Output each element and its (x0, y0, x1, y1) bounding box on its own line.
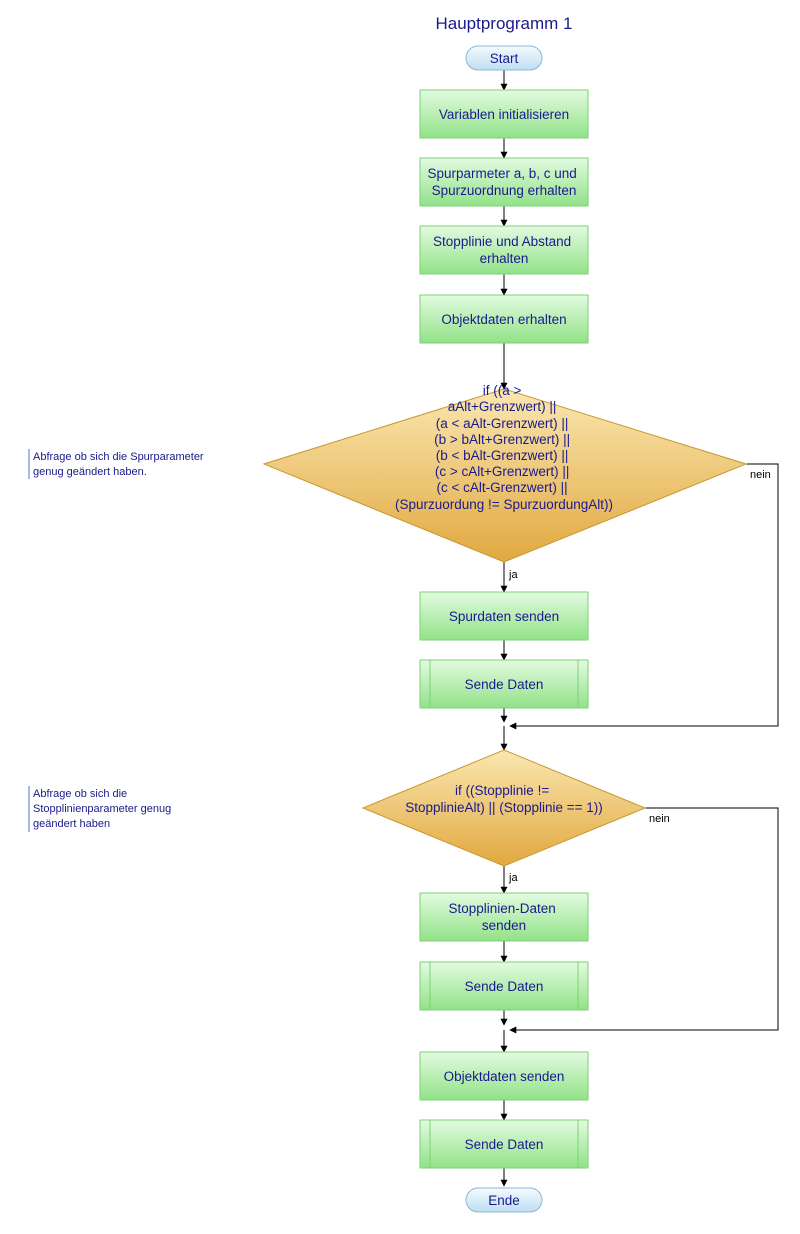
connector-decision2-no (509, 807, 779, 1034)
subroutine-label: Sende Daten (465, 1137, 544, 1152)
comment-line: genug geändert haben. (33, 466, 147, 478)
process-label-line: Spurparmeter a, b, c und (427, 166, 576, 181)
subroutine-sende-daten-1: Sende Daten (419, 659, 589, 709)
decision1-yes-label: ja (508, 569, 518, 581)
decision2-yes-label: ja (508, 872, 518, 884)
condition-line: (c > cAlt+Grenzwert) || (435, 464, 570, 479)
condition-line: (c < cAlt-Grenzwert) || (437, 480, 568, 495)
condition-line: if ((a > (483, 383, 522, 398)
process-objektdaten-senden: Objektdaten senden (419, 1051, 589, 1101)
process-stopplinie-abstand-erhalten: Stopplinie und Abstand erhalten (419, 225, 589, 275)
decision-stopplinie: if ((Stopplinie != StopplinieAlt) || (St… (361, 749, 647, 867)
process-label-line: Spurzuordnung erhalten (432, 183, 577, 198)
process-label: Spurdaten senden (449, 609, 559, 624)
subroutine-sende-daten-3: Sende Daten (419, 1119, 589, 1169)
condition-line: (b > bAlt+Grenzwert) || (434, 432, 570, 447)
decision-condition: if ((a > aAlt+Grenzwert) || (a < aAlt-Gr… (395, 383, 613, 512)
comment-stopplinie: Abfrage ob sich die Stopplinienparameter… (28, 786, 174, 832)
process-label: Stopplinien-Daten senden (448, 901, 559, 933)
condition-line: (Spurzuordung != SpurzuordungAlt)) (395, 497, 613, 512)
decision-spurparameter: if ((a > aAlt+Grenzwert) || (a < aAlt-Gr… (262, 383, 748, 563)
condition-line: aAlt+Grenzwert) || (448, 399, 557, 414)
process-label: Objektdaten senden (444, 1069, 565, 1084)
comment-text: Abfrage ob sich die Spurparameter genug … (33, 451, 207, 478)
condition-line: (b < bAlt-Grenzwert) || (436, 448, 569, 463)
process-variablen-initialisieren: Variablen initialisieren (419, 89, 589, 139)
process-label-line: Stopplinie und Abstand (433, 234, 571, 249)
start-label: Start (490, 51, 519, 66)
comment-spurparameter: Abfrage ob sich die Spurparameter genug … (28, 449, 207, 479)
process-objektdaten-erhalten: Objektdaten erhalten (419, 294, 589, 344)
end-label: Ende (488, 1193, 520, 1208)
comment-line: geändert haben (33, 818, 110, 830)
subroutine-sende-daten-2: Sende Daten (419, 961, 589, 1011)
comment-line: Abfrage ob sich die (33, 788, 127, 800)
decision2-no-label: nein (649, 813, 670, 825)
subroutine-label: Sende Daten (465, 677, 544, 692)
process-stopplinien-daten-senden: Stopplinien-Daten senden (419, 892, 589, 942)
process-label: Variablen initialisieren (439, 107, 569, 122)
process-spurparameter-erhalten: Spurparmeter a, b, c und Spurzuordnung e… (419, 157, 589, 207)
process-label-line: Stopplinien-Daten (448, 901, 555, 916)
end-terminal: Ende (465, 1187, 543, 1213)
comment-text: Abfrage ob sich die Stopplinienparameter… (33, 788, 174, 830)
process-label: Stopplinie und Abstand erhalten (433, 234, 575, 266)
connectors (500, 70, 779, 1187)
condition-line: if ((Stopplinie != (455, 783, 549, 798)
connector-decision1-no (509, 463, 779, 730)
decision1-no-label: nein (750, 469, 771, 481)
decision-condition: if ((Stopplinie != StopplinieAlt) || (St… (405, 783, 603, 815)
process-spurdaten-senden: Spurdaten senden (419, 591, 589, 641)
condition-line: StopplinieAlt) || (Stopplinie == 1)) (405, 800, 603, 815)
process-label-line: erhalten (480, 251, 529, 266)
condition-line: (a < aAlt-Grenzwert) || (436, 416, 569, 431)
process-label: Spurparmeter a, b, c und Spurzuordnung e… (427, 166, 580, 198)
diagram-title: Hauptprogramm 1 (435, 14, 572, 33)
start-terminal: Start (465, 45, 543, 71)
subroutine-label: Sende Daten (465, 979, 544, 994)
process-label: Objektdaten erhalten (441, 312, 566, 327)
comment-line: Stopplinienparameter genug (33, 803, 171, 815)
process-label-line: senden (482, 918, 526, 933)
comment-line: Abfrage ob sich die Spurparameter (33, 451, 204, 463)
